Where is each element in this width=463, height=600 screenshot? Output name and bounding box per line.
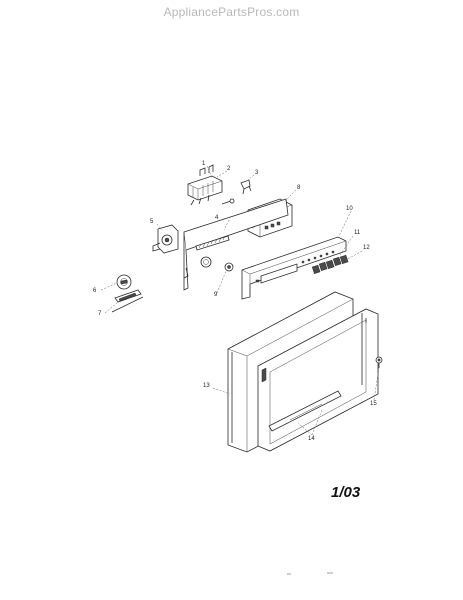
timer-motor: [152, 224, 179, 254]
site-watermark: AppliancePartsPros.com: [163, 5, 300, 19]
callout-10: 10: [346, 206, 353, 212]
callout-15: 15: [370, 401, 377, 407]
inner-control-panel: [183, 198, 289, 291]
door-latch: [111, 289, 144, 313]
screw-part: [221, 198, 235, 205]
selector-knob: [116, 274, 132, 290]
clip-part: [240, 179, 252, 195]
callout-5: 5: [150, 219, 154, 225]
callout-14: 14: [308, 436, 315, 442]
callout-8: 8: [297, 185, 301, 191]
callout-6: 6: [93, 288, 97, 294]
callout-7: 7: [98, 311, 102, 317]
callout-13: 13: [203, 383, 210, 389]
inner-door-liner: [257, 308, 379, 452]
push-buttons: [311, 254, 349, 275]
leader-lines: [100, 165, 380, 436]
callout-1: 1: [202, 161, 206, 167]
mounting-screw: [375, 356, 383, 368]
callout-12: 12: [363, 245, 370, 251]
callout-9: 9: [214, 292, 218, 298]
front-control-panel: [241, 236, 347, 300]
scan-marks: [287, 572, 333, 575]
control-knob: [224, 262, 234, 272]
switch-assembly: [187, 164, 223, 206]
callout-11: 11: [354, 230, 361, 236]
callout-2: 2: [227, 166, 231, 172]
revision-label: 1/03: [331, 484, 361, 501]
callout-4: 4: [215, 215, 219, 221]
callout-3: 3: [255, 170, 259, 176]
